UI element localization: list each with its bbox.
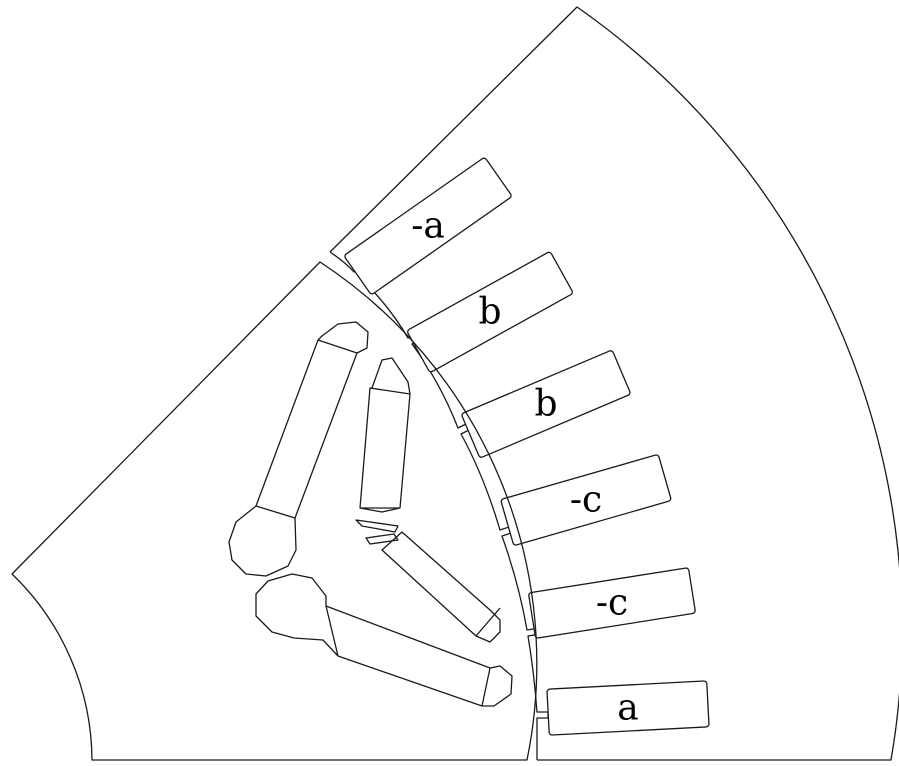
rotor-bridge-upper — [355, 519, 399, 533]
slot-label: b — [478, 292, 501, 333]
slot-label: -c — [596, 583, 628, 624]
stator-slot: b — [461, 350, 631, 458]
slot-outline — [407, 251, 573, 373]
slot-outline — [500, 454, 672, 546]
stator-outline — [329, 6, 899, 761]
slot-label: b — [534, 384, 557, 425]
slot-outline — [461, 350, 631, 458]
stator-slot: -c — [528, 567, 696, 639]
stator-slot: -c — [500, 454, 672, 546]
rotor-magnet-cavities — [228, 321, 513, 707]
stator-slot: b — [407, 251, 573, 373]
stator-slots: -a b b -c -c a — [344, 157, 710, 736]
magnet-cavity-upper-inner — [359, 357, 411, 513]
magnet-cavity-upper-left — [228, 321, 369, 577]
slot-label: a — [617, 688, 638, 729]
stator-slot: a — [546, 680, 710, 736]
rotor-bridge-lower — [365, 533, 399, 545]
slot-label: -a — [411, 206, 445, 247]
magnet-cavity-lower-left — [255, 573, 513, 707]
magnet-cavity-lower-inner — [381, 531, 501, 643]
slot-label: -c — [570, 480, 602, 521]
rotor-outline — [11, 261, 538, 761]
slot-outline — [528, 567, 696, 639]
stator-slot: -a — [344, 157, 512, 295]
slot-outline — [546, 680, 710, 736]
slot-outline — [344, 157, 512, 295]
